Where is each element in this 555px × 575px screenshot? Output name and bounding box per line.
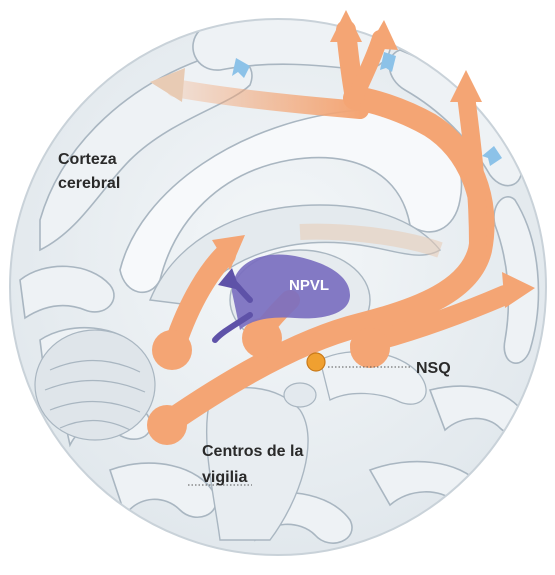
- nsq-nucleus: [307, 353, 325, 371]
- label-cerebral: cerebral: [58, 172, 120, 195]
- label-corteza: Corteza: [58, 148, 117, 171]
- label-centros: Centros de la: [202, 440, 303, 463]
- label-npvl: NPVL: [289, 274, 329, 297]
- label-vigilia: vigilia: [202, 466, 247, 489]
- label-nsq: NSQ: [416, 357, 451, 380]
